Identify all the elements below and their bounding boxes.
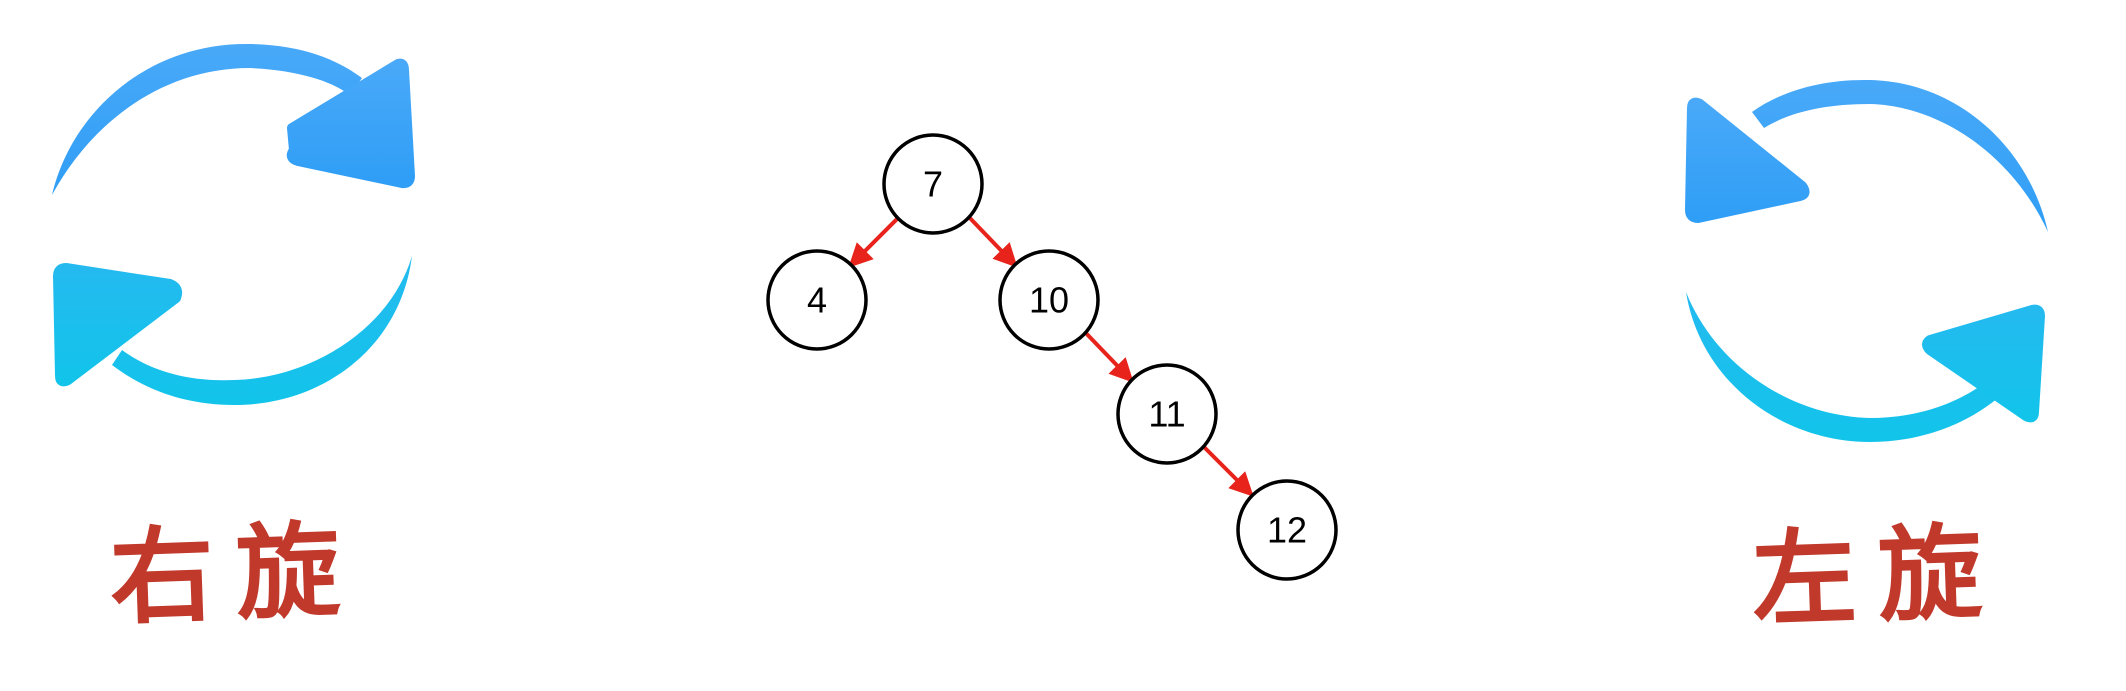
tree-node-4: 4	[766, 249, 868, 351]
edge-7-10	[964, 212, 1018, 268]
tree-node-10: 10	[998, 249, 1100, 351]
node-circle	[882, 133, 984, 235]
rotate-left-icon-top-arrowhead	[1685, 97, 1810, 223]
rotate-right-icon-bottom-arc	[112, 256, 412, 405]
rotate-left-icon-top-arc	[1752, 79, 2048, 232]
node-label: 11	[1148, 394, 1185, 435]
tree-node-12: 12	[1236, 479, 1338, 581]
rotate-left-icon	[1685, 79, 2048, 442]
node-circle	[1116, 363, 1218, 465]
rotate-left-label: 左旋	[1749, 510, 2007, 642]
rotate-left-icon-bottom-arrowhead	[1922, 304, 2045, 423]
edge-7-4	[848, 212, 904, 268]
rotate-right-icon-top-arrowhead	[286, 58, 415, 189]
node-label: 4	[807, 280, 827, 321]
tree-node-11: 11	[1116, 363, 1218, 465]
node-circle	[766, 249, 868, 351]
node-circle	[1236, 479, 1338, 581]
edge-11-12	[1200, 443, 1254, 497]
tree-edges	[848, 212, 1254, 497]
rotate-right-icon-bottom-arrowhead	[53, 263, 183, 387]
rotate-right-icon	[52, 43, 415, 405]
node-label: 10	[1029, 280, 1069, 321]
edge-10-11	[1080, 327, 1134, 383]
node-label: 12	[1267, 510, 1307, 551]
node-circle	[998, 249, 1100, 351]
rotate-right-icon-top-arc	[52, 43, 362, 195]
rotate-left-icon-bottom-arc	[1686, 292, 1998, 442]
node-label: 7	[923, 164, 943, 205]
tree-node-7: 7	[882, 133, 984, 235]
rotate-right-label: 右旋	[107, 508, 365, 640]
